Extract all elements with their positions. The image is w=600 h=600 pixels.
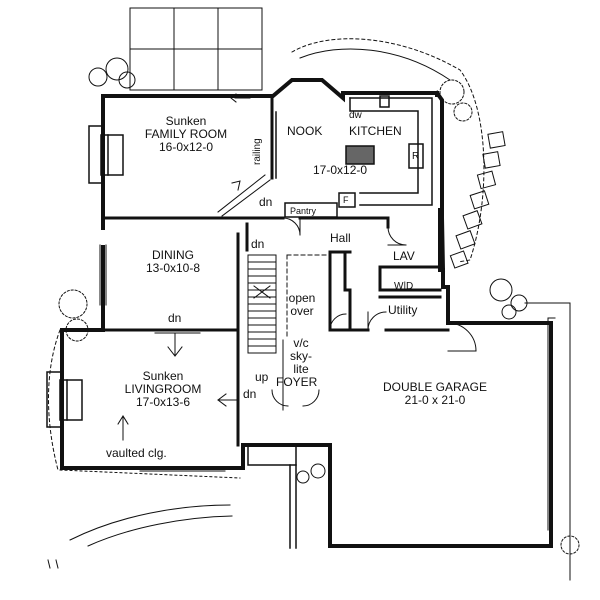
side-fence	[524, 302, 571, 581]
washer-dryer-label: W|D	[394, 281, 414, 292]
skylite-line1: v/c	[293, 336, 309, 350]
garage-name: DOUBLE GARAGE	[382, 380, 488, 394]
hall-label: Hall	[330, 231, 351, 245]
dining-dims: 13-0x10-8	[145, 261, 201, 275]
railing	[271, 111, 277, 179]
family-room-dn-label: dn	[259, 195, 273, 209]
direction-arrows	[117, 93, 271, 441]
open-over-label: open over	[289, 292, 316, 318]
family-room-sunken: Sunken	[165, 114, 207, 128]
vaulted-ceiling-label: vaulted clg.	[106, 446, 167, 460]
family-room-dims: 16-0x12-0	[158, 140, 214, 154]
kitchen-counters	[284, 95, 433, 218]
pantry-label: Pantry	[290, 206, 317, 216]
dining-name: DINING	[151, 248, 194, 262]
foyer-label: FOYER	[276, 375, 318, 389]
range-label: R	[412, 151, 420, 162]
foyer-entry	[242, 444, 331, 549]
skylite-line2: sky-	[290, 349, 312, 363]
fireplaces	[46, 125, 124, 428]
doors	[271, 217, 477, 407]
lav-label: LAV	[393, 249, 415, 263]
fridge-label: F	[343, 195, 349, 205]
open-over-line1: open	[288, 291, 316, 305]
living-room-label: Sunken LIVINGROOM 17-0x13-6	[125, 370, 202, 409]
dining-label: DINING 13-0x10-8	[146, 249, 200, 275]
railing-label: railing	[252, 138, 263, 165]
family-room-label: Sunken FAMILY ROOM 16-0x12-0	[145, 115, 227, 154]
kitchen-label: KITCHEN	[349, 124, 402, 138]
utility-label: Utility	[388, 303, 418, 317]
kitchen-dims: 17-0x12-0	[313, 163, 368, 177]
stairs	[247, 254, 331, 411]
garage-label: DOUBLE GARAGE 21-0 x 21-0	[383, 381, 487, 407]
nook-label: NOOK	[287, 124, 323, 138]
windows	[99, 91, 433, 472]
stair-dn-label: dn	[251, 237, 265, 251]
family-room-name: FAMILY ROOM	[144, 127, 228, 141]
stair-up-label: up	[255, 370, 269, 384]
living-room-dn-label: dn	[168, 311, 182, 325]
rear-patio	[129, 7, 263, 91]
stepping-stones	[449, 131, 506, 269]
driveway-curve	[47, 504, 233, 569]
planting-bed	[48, 38, 485, 479]
dishwasher-label: dw	[349, 110, 362, 121]
skylite-label: v/c sky- lite	[290, 337, 312, 376]
living-room-name: LIVINGROOM	[124, 382, 202, 396]
living-room-dims: 17-0x13-6	[135, 395, 191, 409]
garage-dims: 21-0 x 21-0	[404, 393, 466, 407]
skylite-line3: lite	[293, 362, 309, 376]
open-over-line2: over	[290, 304, 314, 318]
living-room-sunken: Sunken	[142, 369, 184, 383]
foyer-dn-label: dn	[243, 387, 257, 401]
interior-walls	[60, 94, 450, 447]
